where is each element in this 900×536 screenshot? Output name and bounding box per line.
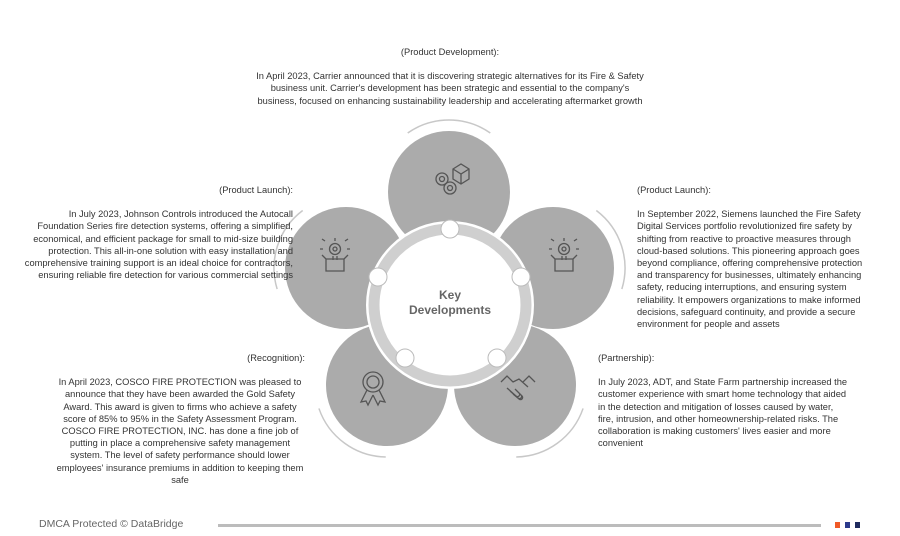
decorative-arc: [318, 408, 386, 458]
block-title: (Product Launch):: [219, 185, 293, 195]
decorative-arc: [273, 209, 304, 290]
footer-square-navy-dark: [855, 522, 860, 528]
footer-divider: [218, 524, 821, 527]
block-text: In September 2022, Siemens launched the …: [637, 209, 863, 330]
center-disc: [374, 229, 526, 381]
decorative-arc: [407, 119, 491, 134]
block-product-development: (Product Development): In April 2023, Ca…: [255, 46, 645, 107]
decorative-arc: [595, 209, 626, 290]
block-text: In July 2023, ADT, and State Farm partne…: [598, 377, 848, 449]
block-title: (Partnership):: [598, 353, 655, 363]
block-partnership: (Partnership): In July 2023, ADT, and St…: [598, 352, 848, 449]
block-text: In April 2023, COSCO FIRE PROTECTION was…: [56, 377, 304, 485]
footer-copyright: DMCA Protected © DataBridge: [39, 518, 184, 530]
gears-box-icon: [435, 163, 470, 195]
block-text: In July 2023, Johnson Controls introduce…: [24, 209, 293, 281]
handshake-icon: [500, 375, 536, 401]
ring-node-top: [440, 219, 460, 239]
block-product-launch-left: (Product Launch): In July 2023, Johnson …: [22, 184, 293, 281]
center-title-line1: Key: [439, 288, 461, 302]
block-title: (Product Launch):: [637, 185, 711, 195]
block-title: (Product Development):: [400, 47, 500, 57]
bulb-box-icon: [320, 238, 350, 272]
ring-node-right: [511, 267, 531, 287]
circle-product-development: [388, 131, 510, 253]
ring-node-left: [368, 267, 388, 287]
center-title-line2: Developments: [409, 303, 491, 317]
decorative-arc: [516, 408, 584, 458]
block-title: (Recognition):: [247, 353, 305, 363]
footer-square-orange: [835, 522, 840, 528]
ring-node-bottom-left: [395, 348, 415, 368]
block-recognition: (Recognition): In April 2023, COSCO FIRE…: [55, 352, 305, 486]
bulb-box-icon: [549, 238, 579, 272]
ring-node-bottom-right: [487, 348, 507, 368]
block-text: In April 2023, Carrier announced that it…: [256, 71, 644, 106]
award-ribbon-icon: [359, 371, 387, 407]
block-product-launch-right: (Product Launch): In September 2022, Sie…: [637, 184, 877, 330]
footer-square-navy: [845, 522, 850, 528]
